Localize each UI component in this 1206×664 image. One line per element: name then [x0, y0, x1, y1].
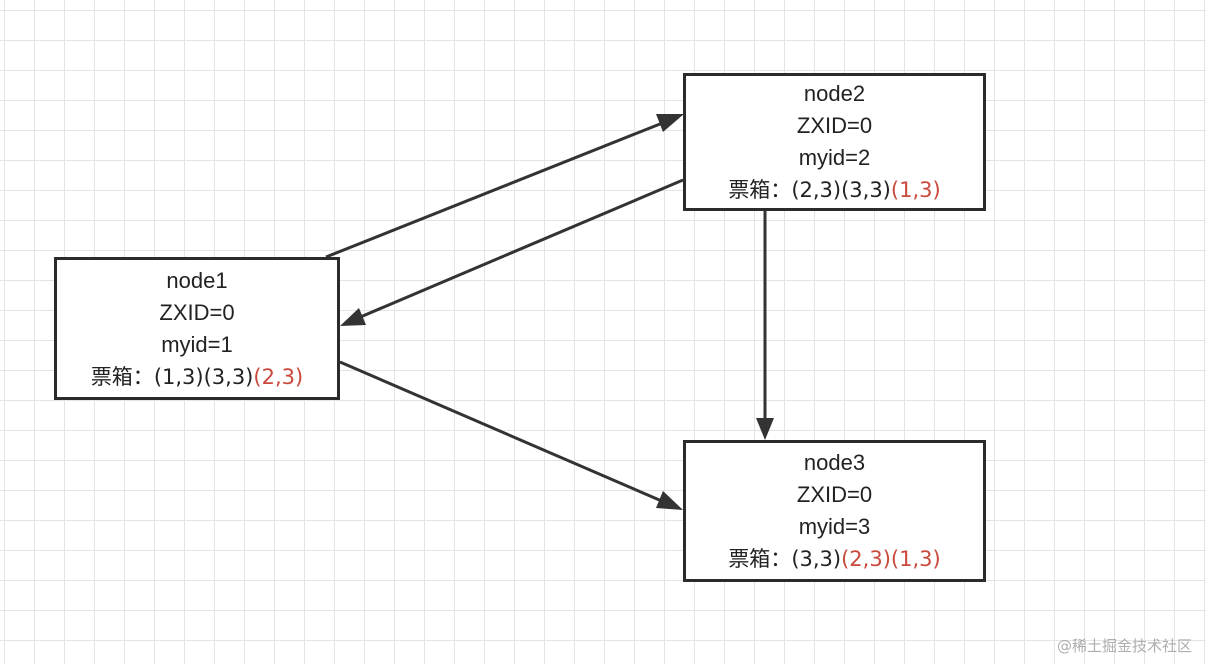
node-zxid: ZXID=0	[796, 113, 873, 138]
node3-box: node3 ZXID=0 myid=3 票箱：(3,3)(2,3)(1,3)	[683, 440, 986, 582]
watermark: @稀土掘金技术社区	[1056, 637, 1192, 655]
edge-node1-to-node2	[325, 114, 684, 259]
vote-box-label: 票箱：	[728, 178, 792, 202]
node-title: node1	[166, 267, 228, 293]
node-vote-box: 票箱：(2,3)(3,3)(1,3)	[728, 174, 940, 206]
vote-box-label: 票箱：	[728, 547, 792, 571]
votes-received: (2,3)(3,3)	[791, 178, 891, 202]
node-title: node2	[803, 81, 866, 106]
node-myid: myid=2	[798, 145, 871, 170]
node1-box: node1 ZXID=0 myid=1 票箱：(1,3)(3,3)(2,3)	[54, 257, 340, 400]
node-zxid: ZXID=0	[796, 482, 873, 507]
node-myid: myid=3	[798, 514, 871, 539]
node2-box: node2 ZXID=0 myid=2 票箱：(2,3)(3,3)(1,3)	[683, 73, 986, 211]
votes-new: (1,3)	[890, 178, 941, 202]
vote-box-label: 票箱：	[90, 364, 154, 389]
node-vote-box: 票箱：(1,3)(3,3)(2,3)	[91, 361, 303, 393]
votes-new: (2,3)(1,3)	[841, 547, 941, 571]
node-vote-box: 票箱：(3,3)(2,3)(1,3)	[728, 543, 940, 575]
edge-node2-to-node1	[340, 178, 684, 326]
edge-node2-to-node3	[756, 211, 774, 440]
node-title: node3	[803, 450, 866, 475]
node-zxid: ZXID=0	[159, 299, 235, 325]
votes-received: (3,3)	[791, 547, 842, 571]
votes-new: (2,3)	[253, 364, 304, 389]
votes-received: (1,3)(3,3)	[153, 364, 254, 389]
edge-node1-to-node3	[339, 360, 683, 510]
node-myid: myid=1	[161, 331, 233, 357]
